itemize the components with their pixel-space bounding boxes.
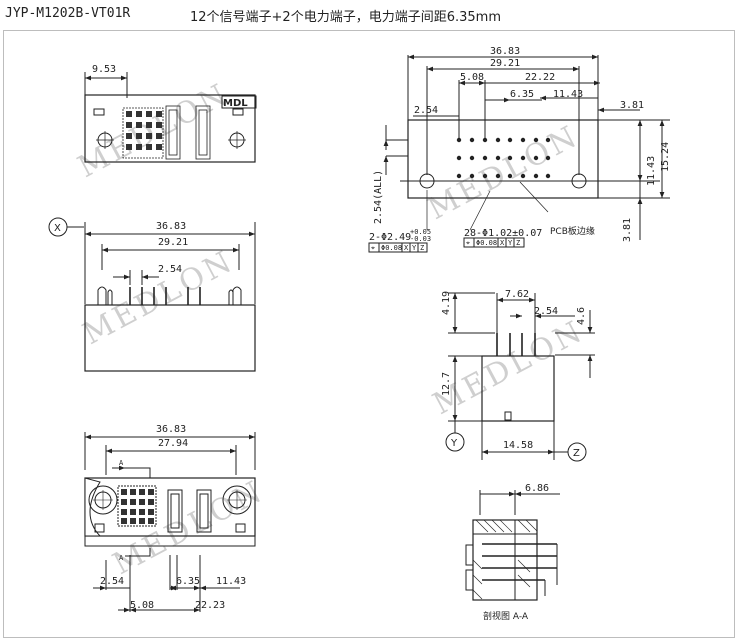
front-dim-pitch: 2.54 <box>158 264 182 275</box>
side-dim-254: 2.54 <box>534 306 558 317</box>
watermarks: MEDLON MEDLON MEDLON MEDLON MEDLON <box>72 76 590 582</box>
side-dim-1458: 14.58 <box>503 440 533 451</box>
top-view <box>84 72 257 163</box>
pcb-dim-254: 2.54 <box>414 105 438 116</box>
fcf-big-frame: ⌖ Φ0.08 X Y Z <box>371 244 424 252</box>
pcb-dim-381v: 3.81 <box>622 218 633 242</box>
pcb-dim-508: 5.08 <box>460 72 484 83</box>
datum-y-label: Y <box>450 438 458 449</box>
bottom-dim-27: 27.94 <box>158 438 188 449</box>
pcb-hole-small-callout: 28-Φ1.02±0.07 <box>464 228 542 239</box>
svg-text:⌖: ⌖ <box>466 239 470 247</box>
svg-text:Y: Y <box>508 239 513 247</box>
side-dim-46: 4.6 <box>576 307 587 325</box>
part-description: 12个信号端子+2个电力端子，电力端子间距6.35mm <box>190 10 501 25</box>
pcb-dim-635: 6.35 <box>510 89 534 100</box>
bottom-dim-635: 6.35 <box>176 576 200 587</box>
pcb-edge-label: PCB板边缘 <box>550 225 595 237</box>
bottom-dim-2223: 22.23 <box>195 600 225 611</box>
svg-text:X: X <box>404 244 409 252</box>
pcb-layout <box>368 54 670 253</box>
section-dim-686: 6.86 <box>525 483 549 494</box>
section-mark-bottom: A <box>119 554 124 562</box>
datum-x-label: X <box>54 223 61 234</box>
bottom-dim-overall: 36.83 <box>156 424 186 435</box>
svg-text:Z: Z <box>420 244 424 252</box>
pcb-dim-3683: 36.83 <box>490 46 520 57</box>
pcb-holes <box>456 137 551 179</box>
mdl-logo: MDL <box>223 98 248 109</box>
bottom-dim-254: 2.54 <box>100 576 124 587</box>
watermark-1: MEDLON <box>72 76 235 185</box>
pcb-dim-1524: 15.24 <box>660 142 671 172</box>
bottom-view-pins <box>121 489 154 524</box>
top-dim-width: 9.53 <box>92 64 116 75</box>
pcb-dim-1143v: 11.43 <box>646 156 657 186</box>
pcb-dim-2921: 29.21 <box>490 58 520 69</box>
side-dim-419: 4.19 <box>441 291 452 315</box>
front-view <box>48 217 256 372</box>
svg-text:Φ0.08: Φ0.08 <box>476 239 497 247</box>
pcb-dim-1143: 11.43 <box>553 89 583 100</box>
svg-text:Z: Z <box>516 239 520 247</box>
watermark-5: MEDLON <box>427 313 590 422</box>
drawing-frame <box>3 30 735 638</box>
pcb-hole-big-tol-plus: +0.05 <box>410 228 431 236</box>
pcb-dim-2222: 22.22 <box>525 72 555 83</box>
front-dim-mount: 29.21 <box>158 237 188 248</box>
datum-z-label: Z <box>573 448 580 459</box>
bottom-dim-508: 5.08 <box>130 600 154 611</box>
svg-text:Φ0.08: Φ0.08 <box>381 244 402 252</box>
svg-text:Y: Y <box>412 244 417 252</box>
pcb-hole-big-tol-minus: -0.03 <box>410 235 431 243</box>
title-bar: JYP-M1202B-VT01R 12个信号端子+2个电力端子，电力端子间距6.… <box>0 0 740 30</box>
pcb-dim-381: 3.81 <box>620 100 644 111</box>
bottom-view <box>84 432 256 613</box>
svg-text:X: X <box>500 239 505 247</box>
section-caption: 剖视图 A-A <box>483 610 529 622</box>
svg-text:⌖: ⌖ <box>371 244 375 252</box>
front-dim-overall: 36.83 <box>156 221 186 232</box>
pcb-hole-big-callout: 2-Φ2.49 <box>369 232 411 243</box>
section-mark-top: A <box>119 459 124 467</box>
part-number: JYP-M1202B-VT01R <box>5 6 131 21</box>
side-dim-762: 7.62 <box>505 289 529 300</box>
side-view <box>445 292 595 462</box>
fcf-small-frame: ⌖ Φ0.08 X Y Z <box>466 239 520 247</box>
side-dim-127: 12.7 <box>441 372 452 396</box>
watermark-4: MEDLON <box>422 118 585 227</box>
section-view <box>465 490 560 601</box>
pcb-dim-254all: 2.54(ALL) <box>373 170 384 224</box>
bottom-dim-1143: 11.43 <box>216 576 246 587</box>
